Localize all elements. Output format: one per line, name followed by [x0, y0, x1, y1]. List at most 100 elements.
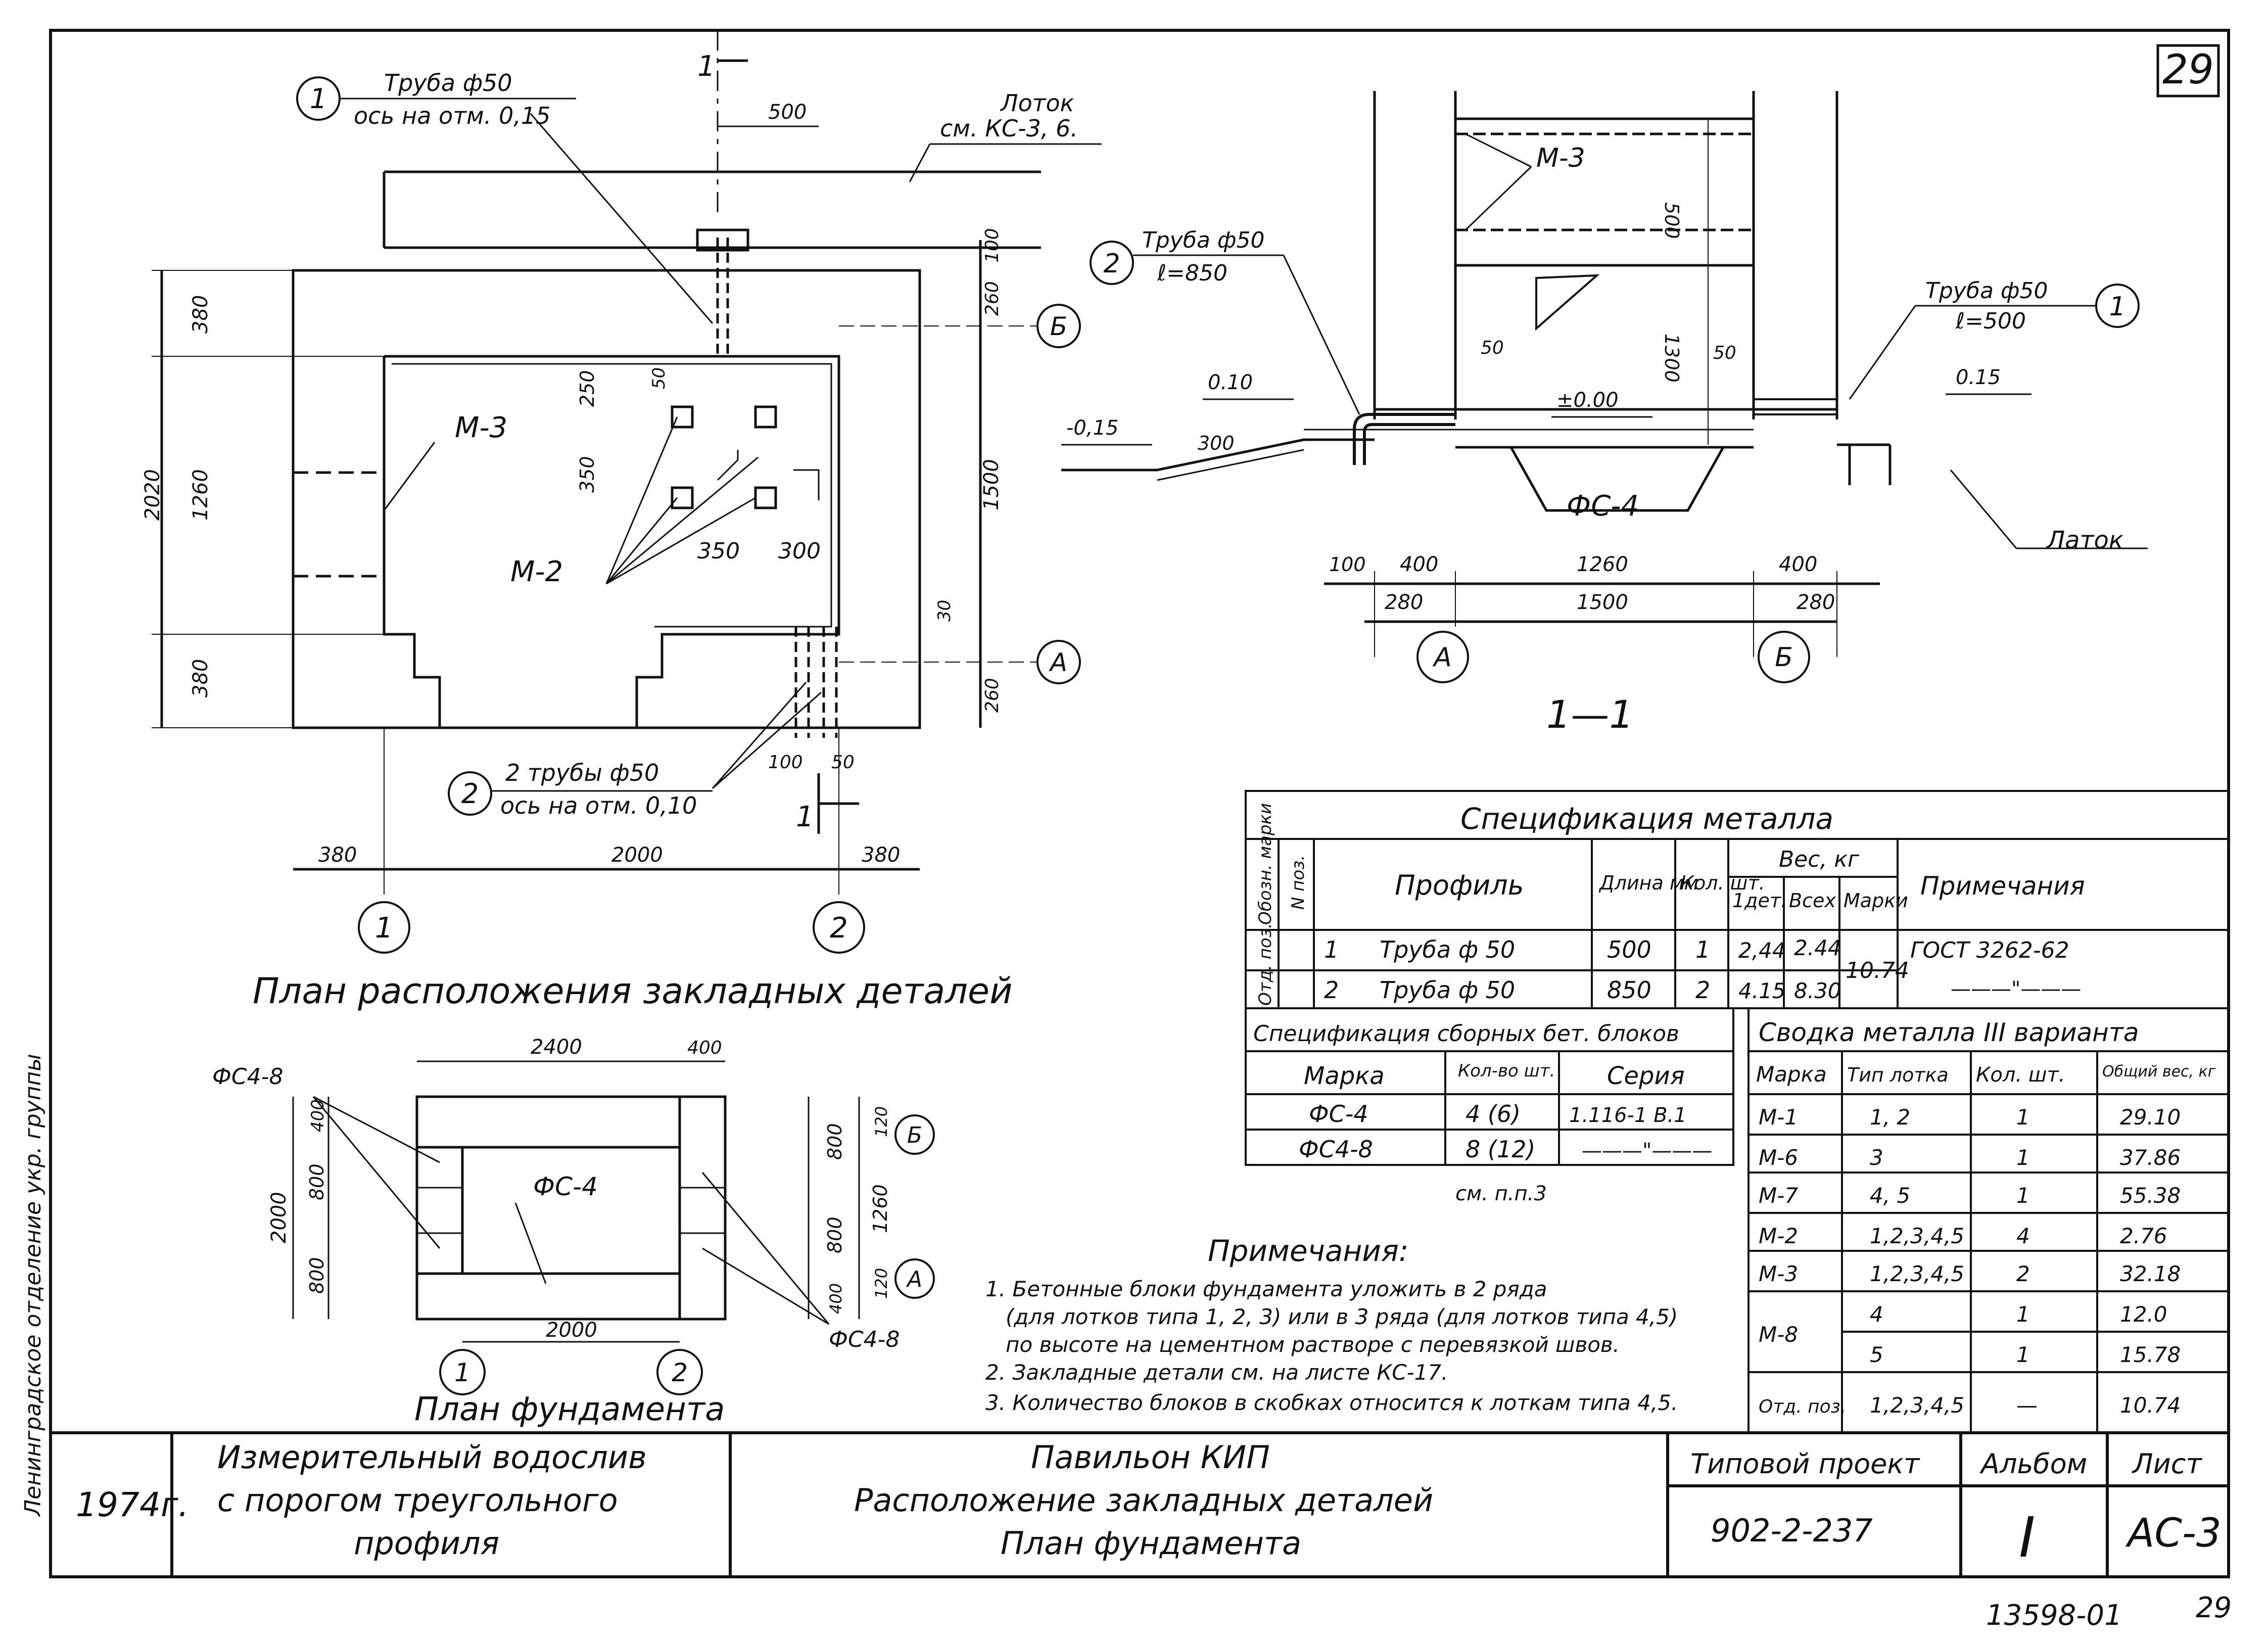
summary-row-3-col-4: 55.38	[2120, 1183, 2181, 1208]
section-label-m3: М-3	[1536, 143, 1585, 173]
section-dim-1300: 1300	[1661, 334, 1683, 383]
spec-metal-h-vsex: Всех	[1789, 889, 1836, 912]
tb-subject-3: План фундамента	[1001, 1525, 1301, 1562]
summary-row-8-col-3: —	[2016, 1393, 2038, 1418]
plan-dim-100b: 100	[768, 752, 803, 773]
tb-album-value: I	[2019, 1505, 2035, 1570]
spec-metal-title: Спецификация металла	[1460, 802, 1833, 836]
section-dim-300: 300	[1198, 432, 1235, 454]
plan-callout1-line1: Труба ф50	[384, 69, 512, 97]
summary-h-marka: Марка	[1756, 1062, 1827, 1087]
section-callout2-num: 2	[1103, 249, 1120, 279]
foundation-dim-120a: 120	[872, 1106, 891, 1137]
plan-dim-380a: 380	[189, 295, 212, 334]
plan-axis-b: Б	[1050, 312, 1067, 341]
spec-metal-r2-poz: 2	[1324, 976, 1339, 1004]
summary-row-5-col-2: 1,2,3,4,5	[1870, 1261, 1964, 1286]
spec-blocks-r2-seria: ———"———	[1582, 1139, 1712, 1162]
spec-metal-r2-vsex: 8.30	[1794, 978, 1841, 1003]
notes-line-5: 3. Количество блоков в скобках относится…	[985, 1390, 1678, 1415]
spec-metal-h-oboz: Обозн. марки	[1255, 803, 1275, 925]
plan-title: План расположения закладных деталей	[253, 970, 1013, 1012]
plan-section-mark-top: 1	[697, 50, 716, 83]
plan-latok-line1: Лоток	[1000, 89, 1074, 117]
summary-row-3-col-1: М-7	[1759, 1183, 1798, 1208]
summary-h-tip: Тип лотка	[1847, 1064, 1949, 1086]
section-level-m015: -0,15	[1066, 416, 1119, 440]
foundation-axis-1: 1	[454, 1358, 470, 1387]
spec-blocks-note: см. п.п.3	[1455, 1182, 1547, 1205]
section-label-latok: Латок	[2046, 526, 2123, 554]
tb-subject-1: Павильон КИП	[1031, 1439, 1270, 1476]
spec-blocks-h-kol: Кол-во шт.	[1458, 1061, 1555, 1081]
notes-line-3: по высоте на цементном растворе с перевя…	[1006, 1332, 1620, 1357]
tb-name-3: профиля	[354, 1525, 499, 1562]
plan-dim-350v: 350	[576, 456, 598, 493]
foundation-title: План фундамента	[414, 1391, 725, 1428]
tb-album-label: Альбом	[1979, 1448, 2087, 1480]
foundation-dim-400a: 400	[308, 1099, 328, 1132]
tb-subject-2: Расположение закладных деталей	[854, 1482, 1433, 1519]
summary-row-5-col-3: 2	[2016, 1261, 2030, 1286]
spec-metal-h-dlina: Длина мм	[1598, 872, 1698, 894]
spec-metal-r1-odet: 2,44	[1738, 938, 1786, 963]
notes-title: Примечания:	[1208, 1234, 1408, 1268]
section-level-015: 0.15	[1956, 366, 2001, 389]
summary-row-6-col-1: М-8	[1759, 1322, 1798, 1347]
spec-blocks-r2-marka: ФС4-8	[1299, 1136, 1373, 1163]
tb-project-label: Типовой проект	[1690, 1448, 1920, 1480]
foundation-dim-2400: 2400	[531, 1036, 582, 1059]
summary-row-3-col-3: 1	[2016, 1183, 2030, 1208]
plan-label-m2: М-2	[510, 555, 563, 588]
foundation-label-fc4: ФС-4	[533, 1172, 598, 1201]
summary-row-1-col-4: 29.10	[2120, 1105, 2181, 1130]
notes: Примечания: 1. Бетонные блоки фундамента…	[985, 1234, 1678, 1415]
spec-blocks-r1-kol: 4 (6)	[1466, 1100, 1521, 1128]
plan-dim-380b: 380	[189, 659, 212, 697]
spec-metal-table: Спецификация металла Обозн. марки N поз.…	[1245, 790, 2230, 1009]
summary-row-8-col-4: 10.74	[2120, 1393, 2181, 1418]
foundation-axis-a: А	[906, 1267, 922, 1292]
plan-dim-b380r: 380	[862, 843, 900, 867]
spec-metal-r1-vsex: 2.44	[1794, 935, 1841, 960]
foundation-dim-400: 400	[687, 1038, 722, 1058]
section-dim-500: 500	[1661, 202, 1683, 239]
summary-h-kol: Кол. шт.	[1976, 1063, 2065, 1087]
summary-row-1-col-2: 1, 2	[1870, 1105, 1910, 1130]
spec-metal-r1-dlina: 500	[1607, 936, 1651, 963]
plan-dim-b380l: 380	[318, 843, 357, 867]
plan-axis-2: 2	[830, 912, 848, 945]
section-dim-50r: 50	[1713, 343, 1736, 363]
tb-year: 1974г.	[76, 1485, 189, 1524]
plan-dim-1260: 1260	[189, 469, 212, 521]
summary-row-2-col-3: 1	[2016, 1145, 2030, 1170]
summary-row-6-col-2: 4	[1870, 1302, 1883, 1327]
section-dim-400l: 400	[1400, 553, 1438, 576]
plan-callout2-line2: ось на отм. 0,10	[500, 792, 697, 819]
plan-dim-100: 100	[982, 228, 1003, 263]
foundation-dim-800r1: 800	[824, 1123, 846, 1160]
spec-metal-r2-profil: Труба ф 50	[1380, 976, 1515, 1004]
plan-dim-260a: 260	[982, 281, 1003, 316]
title-block: 1974г. Измерительный водослив с порогом …	[76, 1439, 2222, 1570]
section-dim-100: 100	[1329, 553, 1366, 576]
foundation-dim-400b: 400	[826, 1283, 845, 1314]
summary-h-ves: Общий вес, кг	[2102, 1063, 2216, 1081]
spec-metal-r1-profil: Труба ф 50	[1380, 936, 1515, 963]
notes-line-1: 1. Бетонные блоки фундамента уложить в 2…	[985, 1277, 1547, 1301]
footer-page: 29	[2196, 1591, 2232, 1624]
summary-row-8-col-2: 1,2,3,4,5	[1870, 1393, 1964, 1418]
summary-row-2-col-1: М-6	[1759, 1145, 1798, 1170]
section-label-fc4: ФС-4	[1567, 490, 1639, 523]
plan-dim-50b: 50	[831, 752, 855, 773]
summary-title: Сводка металла III варианта	[1759, 1018, 2139, 1047]
section-dim-1500: 1500	[1577, 591, 1628, 614]
section-dim-280l: 280	[1385, 591, 1423, 614]
section-level-010: 0.10	[1208, 371, 1253, 394]
foundation-axis-2: 2	[672, 1358, 688, 1387]
summary-row-6-col-4: 12.0	[2120, 1302, 2167, 1327]
foundation-dim-800a: 800	[306, 1163, 328, 1200]
plan-dim-500: 500	[768, 101, 807, 124]
plan-dim-50: 50	[649, 367, 669, 389]
